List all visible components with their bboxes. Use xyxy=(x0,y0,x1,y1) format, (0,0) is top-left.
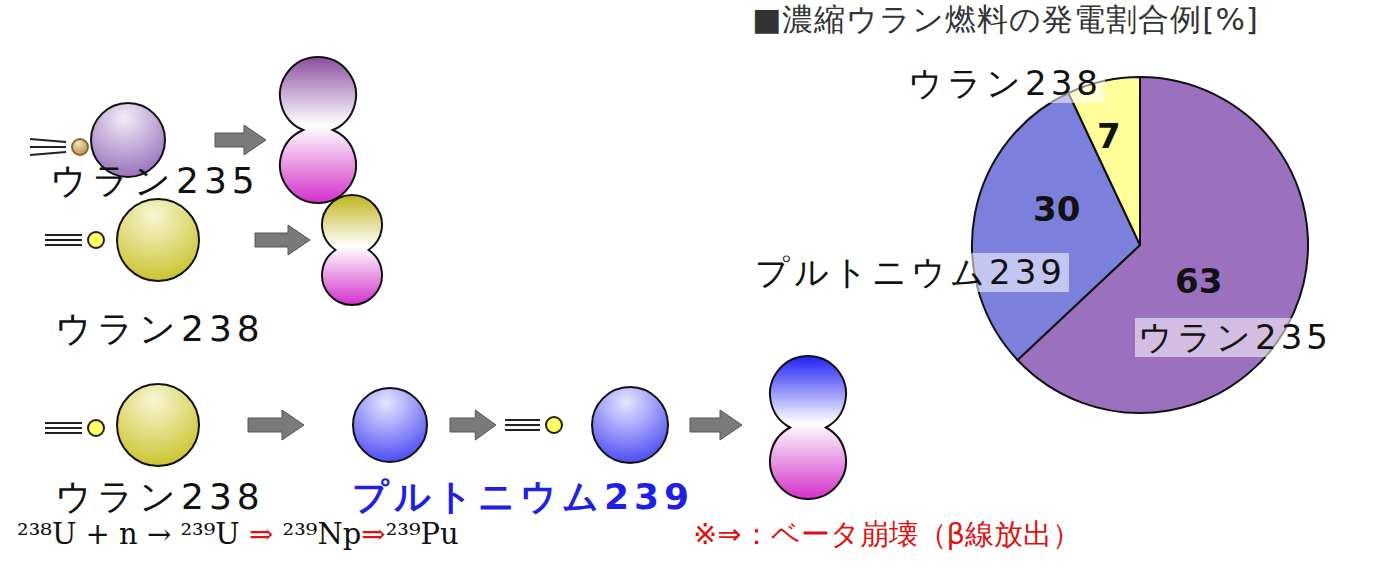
process-arrow xyxy=(248,410,304,440)
pie-label: 63 xyxy=(1172,262,1225,301)
nucleus-node: ウラン235 xyxy=(90,102,166,178)
nucleus-outline xyxy=(352,387,428,463)
note-text: ※⇒：ベータ崩壊（β線放出） xyxy=(690,518,1084,551)
nucleus-node: ウラン238 xyxy=(116,198,200,282)
motion-line xyxy=(45,244,82,246)
motion-line xyxy=(30,152,66,155)
nucleus-circle xyxy=(117,199,199,281)
nuclide-label: ウラン238 xyxy=(55,308,265,349)
nuclide-label: ウラン235 xyxy=(50,160,260,201)
pie-label: プルトニウム239 xyxy=(752,253,1069,292)
fission-fragments xyxy=(280,57,356,203)
fission-fragments xyxy=(322,195,382,305)
neutron xyxy=(88,232,104,248)
motion-line xyxy=(505,424,540,426)
nuclide-label: ウラン238 xyxy=(55,476,265,517)
pie-label: ウラン235 xyxy=(1135,318,1335,357)
motion-line xyxy=(45,432,82,434)
nucleus-node: プルトニウム239 xyxy=(352,387,428,463)
nucleus-circle xyxy=(353,388,427,462)
nucleus-node: ウラン238 xyxy=(116,383,200,467)
chart-title: ■濃縮ウラン燃料の発電割合例[%] xyxy=(752,2,1259,38)
process-arrow xyxy=(450,410,496,440)
nucleus-outline xyxy=(116,198,200,282)
pie-label: 7 xyxy=(1094,117,1124,156)
nucleus-circle xyxy=(117,384,199,466)
process-arrow xyxy=(255,225,310,255)
pie-label: ウラン238 xyxy=(905,64,1105,103)
equation-part: ²³⁸U + n → ²³⁹U xyxy=(17,517,249,551)
plutonium-nucleus xyxy=(592,387,668,463)
process-arrow xyxy=(690,410,742,440)
motion-line xyxy=(45,422,82,424)
equation-part: ²³⁹Pu xyxy=(386,517,459,551)
motion-line xyxy=(505,429,540,431)
motion-line xyxy=(505,419,540,421)
equation-part: ²³⁹Np xyxy=(273,517,361,551)
pie-label: 30 xyxy=(1030,190,1083,229)
motion-line xyxy=(30,139,66,142)
decay-equation: ²³⁸U + n → ²³⁹U ⇒ ²³⁹Np⇒²³⁹Pu xyxy=(14,518,462,551)
fission-fragments xyxy=(770,356,846,499)
motion-line xyxy=(45,239,82,241)
decay-arrow: ⇒ xyxy=(361,517,385,551)
nucleus-outline xyxy=(116,383,200,467)
neutron xyxy=(88,420,104,436)
motion-line xyxy=(45,234,82,236)
nuclide-label: プルトニウム239 xyxy=(352,476,694,517)
process-arrow xyxy=(215,125,266,155)
neutron xyxy=(72,139,88,155)
pie-slice xyxy=(972,93,1140,360)
motion-line xyxy=(30,146,66,148)
decay-arrow: ⇒ xyxy=(249,517,273,551)
neutron xyxy=(546,417,562,433)
fission-illustration xyxy=(30,57,846,499)
pie-chart xyxy=(972,77,1308,413)
motion-line xyxy=(45,427,82,429)
